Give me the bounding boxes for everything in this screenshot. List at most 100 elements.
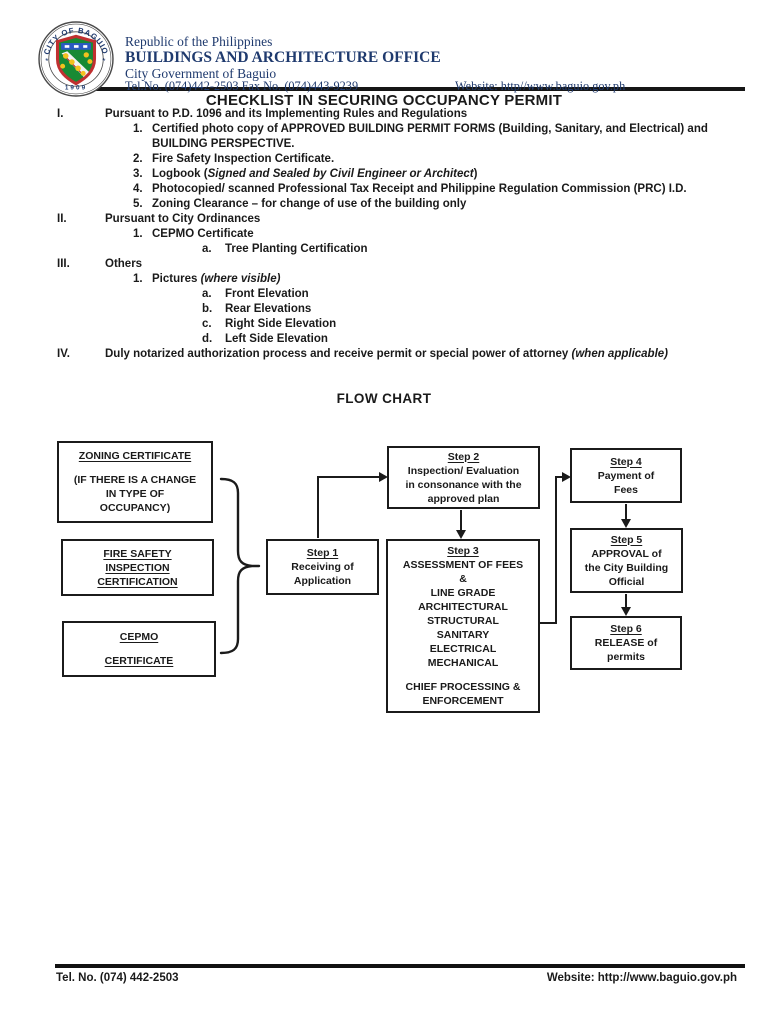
seal-chief-mark: [73, 45, 79, 48]
checklist-item: c.Right Side Elevation: [0, 317, 768, 332]
flowchart-box-spacer: [134, 463, 137, 473]
checklist-item-text: Photocopied/ scanned Professional Tax Re…: [152, 183, 687, 195]
flowchart-box-line: CERTIFICATION: [97, 575, 178, 588]
seal-star-left: *: [45, 57, 49, 66]
checklist-item-text: CEPMO Certificate: [152, 228, 254, 240]
brace-connector: [219, 477, 261, 655]
flowchart-box-line: in consonance with the: [405, 478, 522, 491]
checklist-item: a. Front Elevation: [0, 287, 768, 302]
header-telephone: Tel.No. (074)442-2503 Fax No. (074)443-9…: [125, 79, 359, 93]
checklist-item-text: Pursuant to City Ordinances: [105, 213, 261, 225]
flowchart-box-spacer: [138, 644, 141, 654]
checklist-item-marker: III.: [57, 258, 70, 270]
flowchart-box-step6: Step 6 RELEASE of permits: [570, 616, 682, 670]
checklist-item: 4. Photocopied/ scanned Professional Tax …: [0, 182, 768, 197]
flowchart-box-line: MECHANICAL: [427, 657, 499, 669]
flowchart-box-line: the City Building: [584, 561, 669, 574]
flowchart-title: FLOW CHART: [336, 391, 432, 406]
checklist-item-marker: a.: [202, 288, 212, 300]
checklist-item-marker: d.: [202, 333, 213, 345]
seal-star-right: *: [102, 57, 106, 66]
flowchart-box-line: CERTIFICATE: [104, 655, 174, 667]
checklist-item-marker: a.: [202, 243, 212, 255]
header-office-name: BUILDINGS AND ARCHITECTURE OFFICE: [125, 49, 441, 66]
checklist-item-marker: II.: [57, 213, 67, 225]
flowchart-box-line: CHIEF PROCESSING &: [405, 681, 521, 693]
flowchart-box-line: FIRE SAFETY: [103, 547, 172, 560]
header-divider: [58, 87, 745, 91]
footer-divider: [55, 964, 745, 968]
flowchart-box-line: Receiving of: [291, 561, 354, 573]
checklist-item-marker: 2.: [133, 153, 143, 165]
checklist-item: I.Pursuant to P.D. 1096 and its Implemen…: [0, 107, 768, 122]
checklist-item-marker: c.: [202, 318, 212, 330]
arrowhead-down-icon: [621, 519, 631, 528]
checklist-item-marker: b.: [202, 303, 213, 315]
seal-chief-mark: [83, 45, 88, 48]
flowchart-box-line: Step 3: [447, 545, 479, 557]
checklist-item: 1. CEPMO Certificate: [0, 227, 768, 242]
checklist-item-marker: IV.: [57, 348, 71, 360]
checklist-item: a. Tree Planting Certification: [0, 242, 768, 257]
seal-dot: [62, 53, 69, 59]
footer-website: Website: http://www.baguio.gov.ph: [546, 972, 737, 984]
seal-year: 1909: [65, 84, 87, 91]
checklist-item: 3. Logbook (Signed and Sealed by Civil En…: [0, 167, 768, 182]
seal-chief-mark: [64, 45, 70, 48]
checklist-item-marker: 3.: [133, 168, 143, 180]
flowchart-box-line: SANITARY: [436, 629, 490, 641]
flowchart-box-line: Inspection/ Evaluation: [407, 464, 520, 477]
flowchart-box-line: IN TYPE OF: [105, 488, 165, 500]
flowchart-box-line: Fees: [614, 483, 638, 496]
seal-diagonal-band: [61, 51, 89, 77]
arrowhead-down-icon: [621, 607, 631, 616]
flowchart-box-line: RELEASE of: [594, 637, 658, 649]
flowchart-box-line: ASSESSMENT OF FEES: [402, 559, 524, 571]
flowchart-box-line: Step 4: [610, 455, 642, 468]
footer-telephone: Tel. No. (074) 442-2503: [56, 972, 179, 984]
flowchart-box-line: Payment of: [597, 469, 655, 482]
flowchart-box-line: STRUCTURAL: [427, 615, 499, 627]
checklist-item: d.Left Side Elevation: [0, 332, 768, 347]
checklist-item: b.Rear Elevations: [0, 302, 768, 317]
checklist-item-text: Others: [105, 258, 143, 270]
checklist-item: 5.Zoning Clearance – for change of use o…: [0, 197, 768, 212]
seal-dot: [60, 63, 66, 69]
checklist-item-text: Front Elevation: [225, 288, 309, 300]
flowchart-box-cepmo-certificate: CEPMO CERTIFICATE: [62, 621, 216, 677]
checklist-item-text: Tree Planting Certification: [225, 243, 368, 255]
flowchart-box-line: permits: [607, 651, 645, 663]
baguio-city-seal-icon: CITY OF BAGUIO * * 1909: [38, 21, 114, 97]
flowchart-box-line: (IF THERE IS A CHANGE: [73, 474, 197, 486]
flowchart-box-line: &: [459, 573, 467, 585]
seal-dot: [87, 59, 93, 65]
checklist-item-marker: I.: [57, 108, 64, 120]
checklist-item-marker: 4.: [133, 183, 143, 195]
connector-step1-step2: [317, 476, 379, 538]
flowchart-box-line: APPROVAL of: [591, 547, 662, 560]
checklist-item: II. Pursuant to City Ordinances: [0, 212, 768, 227]
checklist-item-text: Logbook (Signed and Sealed by Civil Engi…: [152, 168, 478, 180]
checklist-item: III. Others: [0, 257, 768, 272]
flowchart: ZONING CERTIFICATE (IF THERE IS A CHANGE…: [0, 430, 768, 730]
flowchart-box-step1: Step 1 Receiving of Application: [266, 539, 379, 595]
seal-dot: [83, 52, 89, 58]
flowchart-box-line: Step 5: [610, 533, 643, 546]
flowchart-box-line: ENFORCEMENT: [422, 695, 504, 707]
flowchart-box-line: Step 6: [610, 623, 642, 635]
header-city-line: City Government of Baguio: [125, 66, 277, 81]
header-republic-line: Republic of the Philippines: [125, 34, 273, 49]
checklist-item: IV.Duly notarized authorization process …: [0, 347, 768, 362]
flowchart-box-line: Step 1: [306, 547, 339, 559]
checklist-item: 1.Certified photo copy of APPROVED BUILD…: [0, 122, 768, 152]
arrowhead-down-icon: [456, 530, 466, 539]
flowchart-box-line: LINE GRADE: [430, 587, 496, 599]
flowchart-box-line: ELECTRICAL: [429, 643, 497, 655]
checklist-section: I.Pursuant to P.D. 1096 and its Implemen…: [0, 107, 768, 362]
checklist-item-marker: 1.: [133, 273, 143, 285]
checklist-item-text: Zoning Clearance – for change of use of …: [152, 198, 467, 210]
checklist-item-marker: 1.: [133, 228, 143, 240]
flowchart-box-line: Application: [293, 575, 352, 587]
